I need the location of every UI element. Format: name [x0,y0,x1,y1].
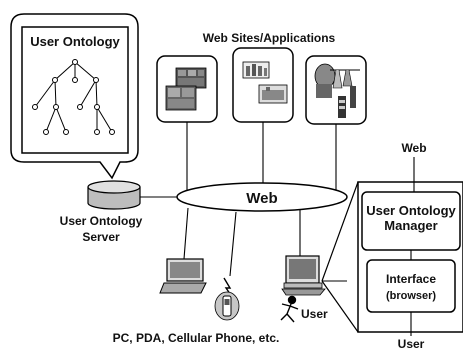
user-label: User [301,307,328,321]
side-web-label: Web [401,141,426,155]
user-figure-icon [280,295,299,323]
manager-label-line2: Manager [384,218,437,233]
interface-label-line2: (browser) [386,290,436,302]
web-sites-title: Web Sites/Applications [203,31,336,45]
web-cloud [176,182,348,212]
clothing-image-icon [314,63,360,118]
side-user-label: User [398,337,425,349]
laptop-icon [159,258,207,294]
ontology-tree-icon [32,59,115,135]
devices-caption: PC, PDA, Cellular Phone, etc. [113,331,280,345]
server-label-line2: Server [82,230,120,244]
website-box-3 [305,55,367,125]
server-label-line1: User Ontology [60,214,143,228]
website-screenshot-icon [165,67,207,111]
interface-box [366,259,456,313]
user-ontology-bubble: User Ontology [10,13,139,180]
web-center-label: Web [246,190,277,207]
interface-label-line1: Interface [386,272,436,286]
connector-lines [140,122,337,277]
building-image-icon [242,61,288,104]
callout-lines [321,181,359,333]
manager-label-line1: User Ontology [366,203,456,218]
user-ontology-title: User Ontology [30,34,120,49]
desktop-pc-icon [281,255,347,296]
pda-icon [214,277,240,321]
database-icon [87,180,141,210]
